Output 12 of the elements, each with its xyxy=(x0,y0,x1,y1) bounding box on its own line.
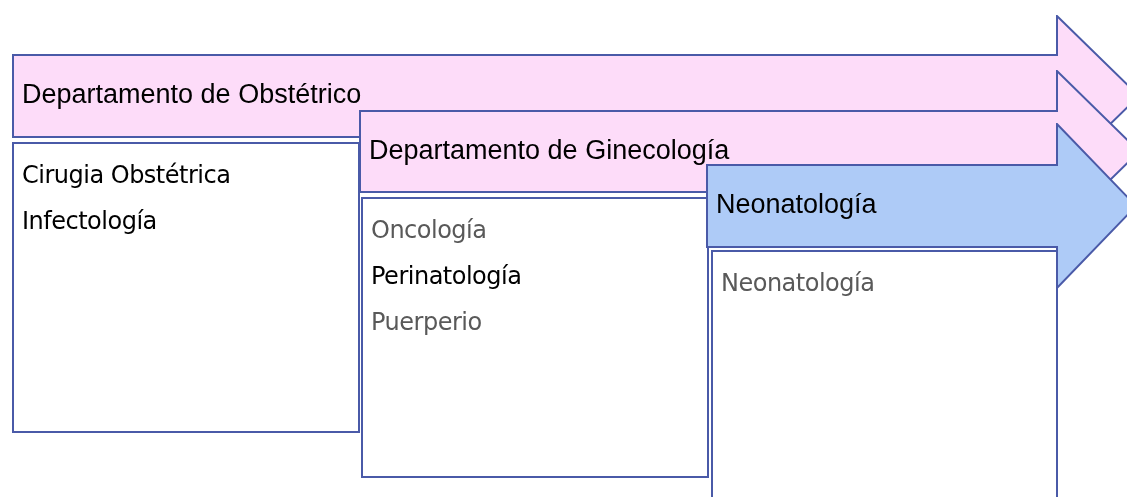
arrow-label: Departamento de Obstétrico xyxy=(22,79,362,110)
arrow-label: Neonatología xyxy=(716,189,877,220)
list-item: Infectología xyxy=(22,206,158,237)
list-item: Puerperio xyxy=(371,307,483,338)
list-item: Neonatología xyxy=(721,268,876,299)
list-item: Cirugia Obstétrica xyxy=(22,160,232,191)
content-box xyxy=(711,250,1058,497)
content-box xyxy=(361,197,709,478)
list-item: Oncología xyxy=(371,215,488,246)
arrow-label: Departamento de Ginecología xyxy=(369,134,730,166)
content-box xyxy=(12,142,360,433)
list-item: Perinatología xyxy=(371,261,523,292)
